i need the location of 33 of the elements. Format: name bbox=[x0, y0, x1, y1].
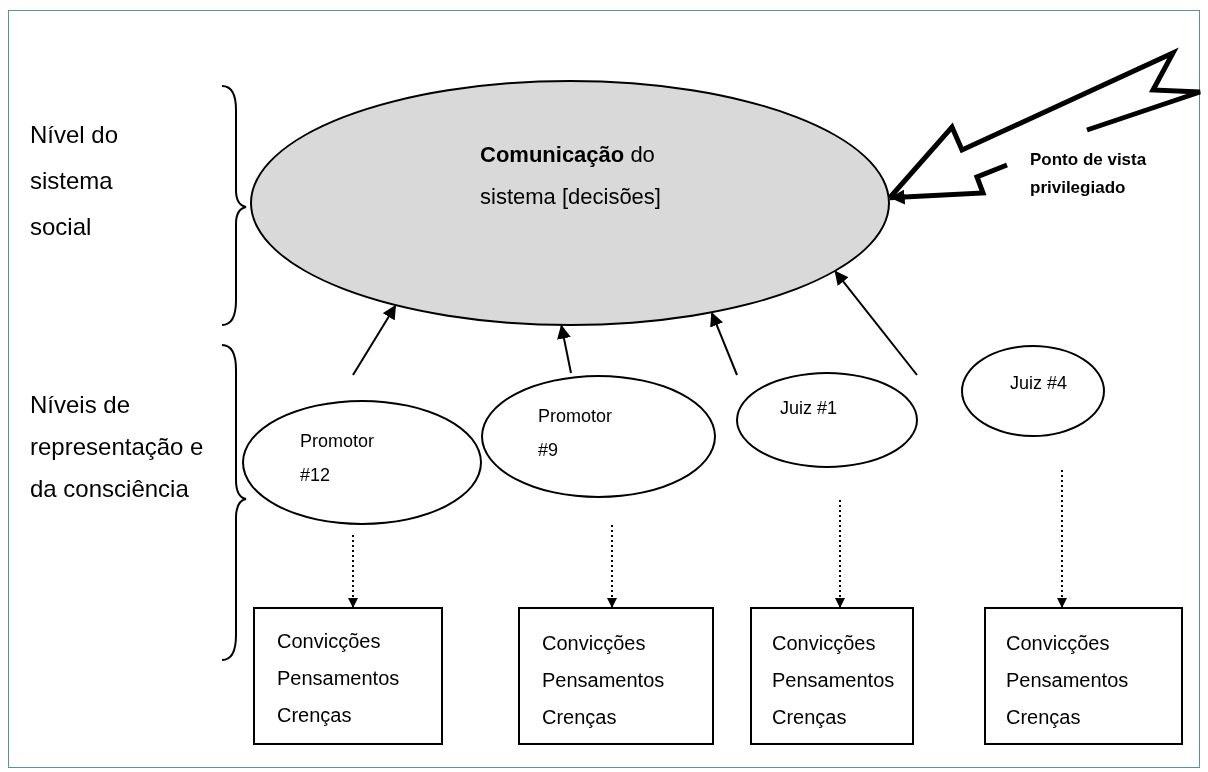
level-label: Níveis de representação e da consciência bbox=[30, 390, 205, 504]
arrow bbox=[557, 324, 572, 374]
node-text: Pensamentos bbox=[772, 668, 896, 693]
node-text: Pensamentos bbox=[542, 668, 666, 693]
node-text: Juiz #4 bbox=[1010, 372, 1069, 395]
arrow bbox=[352, 304, 397, 376]
arrow bbox=[835, 499, 845, 608]
belief-box bbox=[750, 607, 914, 745]
arrow bbox=[348, 534, 358, 608]
belief-box bbox=[253, 607, 443, 745]
node-text: Pensamentos bbox=[277, 666, 401, 691]
node-text: Crenças bbox=[1006, 705, 1082, 730]
node-text: Convicções bbox=[772, 631, 877, 656]
node-text: Promotor #12 bbox=[300, 430, 376, 487]
arrow bbox=[710, 311, 738, 376]
node-text: Convicções bbox=[1006, 631, 1111, 656]
node-text: Convicções bbox=[277, 629, 382, 654]
node-text: Comunicação do sistema [decisões] bbox=[480, 141, 662, 211]
callout-text: Ponto de vista privilegiado bbox=[1030, 149, 1148, 199]
arrow bbox=[834, 270, 918, 376]
node-text: Crenças bbox=[542, 705, 618, 730]
arrow bbox=[1057, 469, 1067, 608]
node-text: Promotor #9 bbox=[538, 405, 614, 462]
level-label: Nível do sistema social bbox=[30, 120, 120, 242]
node-text: Crenças bbox=[277, 703, 353, 728]
belief-box bbox=[984, 607, 1183, 745]
node-text: Crenças bbox=[772, 705, 848, 730]
belief-box bbox=[518, 607, 714, 745]
arrow bbox=[607, 524, 617, 608]
node-text: Pensamentos bbox=[1006, 668, 1130, 693]
node-text: Juiz #1 bbox=[780, 397, 839, 420]
lightning-arrow bbox=[887, 47, 1203, 205]
node-text: Convicções bbox=[542, 631, 647, 656]
